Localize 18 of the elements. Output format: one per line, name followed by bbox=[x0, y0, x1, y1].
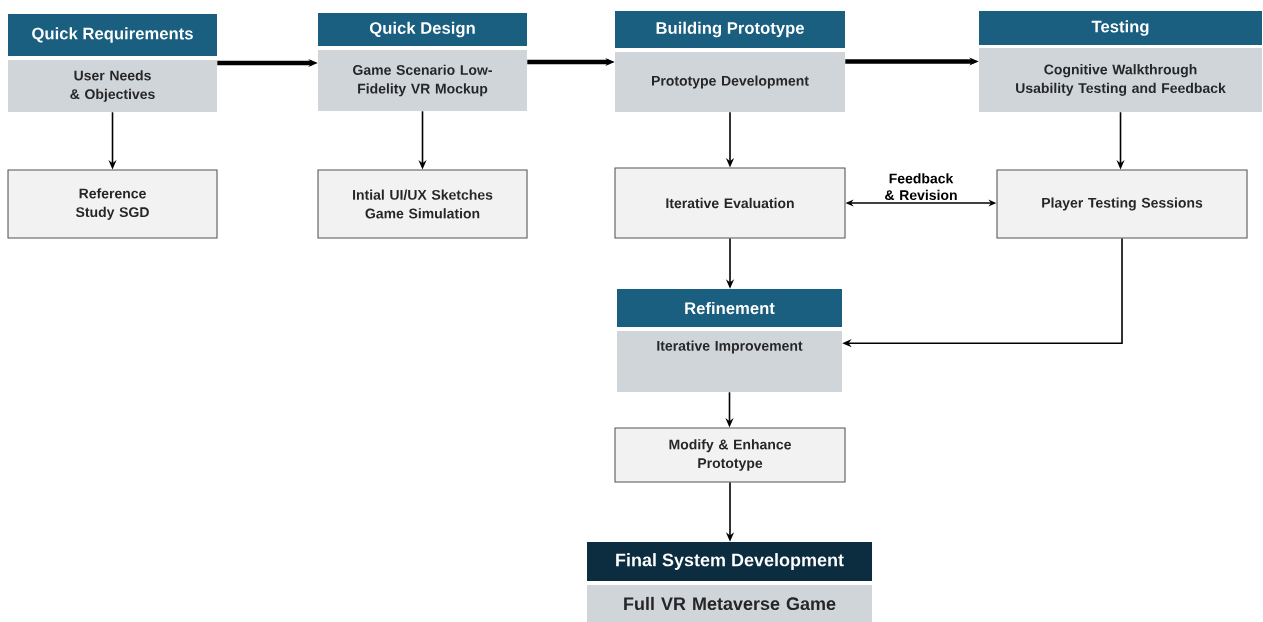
stage-box: Iterative Improvement bbox=[617, 331, 842, 392]
stage-header: Quick Design bbox=[318, 13, 527, 46]
stage-header: Final System Development bbox=[587, 542, 872, 581]
process-box: Intial UI/UX Sketches Game Simulation bbox=[317, 169, 528, 239]
stage-header: Building Prototype bbox=[615, 11, 845, 48]
stage-header: Refinement bbox=[617, 289, 842, 327]
edge-label: Feedback & Revision bbox=[885, 173, 957, 201]
stage-box: Game Scenario Low-Fidelity VR Mockup bbox=[318, 50, 527, 111]
stage-box: Full VR Metaverse Game bbox=[587, 585, 872, 622]
stage-header: Quick Requirements bbox=[8, 14, 217, 56]
process-box: Iterative Evaluation bbox=[614, 167, 846, 239]
stage-header: Testing bbox=[979, 11, 1262, 45]
process-box: Modify & Enhance Prototype bbox=[614, 427, 846, 483]
stage-box: Cognitive Walkthrough Usability Testing and Feedback bbox=[979, 48, 1262, 112]
process-box: Player Testing Sessions bbox=[996, 169, 1248, 239]
stage-box: Prototype Development bbox=[615, 52, 845, 112]
stage-box: User Needs & Objectives bbox=[8, 60, 217, 112]
process-box: Reference Study SGD bbox=[7, 169, 218, 239]
